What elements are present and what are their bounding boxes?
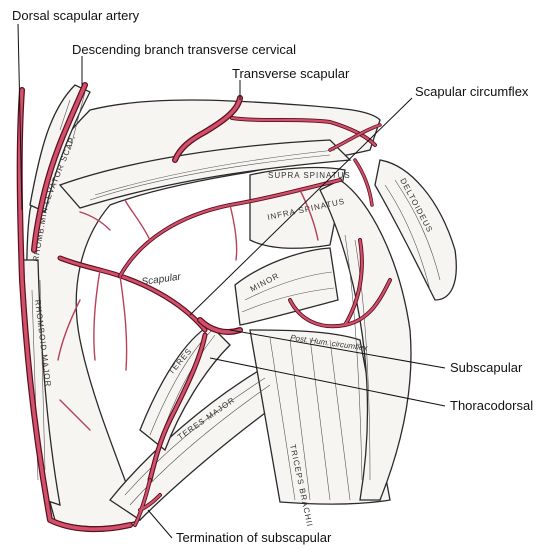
- artery-thoracodorsal: [148, 333, 207, 482]
- label-transverse-scapular: Transverse scapular: [232, 66, 350, 81]
- leader-thoracodorsal: [209, 357, 446, 407]
- artery-acromial: [329, 124, 381, 206]
- leader-lines: [17, 23, 446, 539]
- label-descending-branch: Descending branch transverse cervical: [72, 42, 296, 57]
- artery-transverse-scapular-branch: [230, 116, 377, 147]
- label-subscapular: Subscapular: [450, 360, 523, 375]
- teres-minor-muscle: [234, 247, 339, 326]
- label-supraspinatus: SUPRA SPINATUS: [268, 171, 351, 180]
- leader-dorsal-scapular: [17, 23, 23, 211]
- artery-arm-circumflex: [288, 238, 392, 328]
- artery-twigs: [57, 189, 319, 431]
- label-thoracodorsal: Thoracodorsal: [450, 398, 533, 413]
- label-termination-of-subscapular: Termination of subscapular: [176, 530, 332, 545]
- artery-scapular-circumflex-outline: [57, 255, 208, 333]
- artery-termination: [133, 478, 162, 527]
- label-scapular-circumflex: Scapular circumflex: [415, 84, 529, 99]
- arteries: [16, 82, 392, 533]
- leader-termination: [147, 509, 173, 539]
- muscle-fibres: [31, 91, 441, 506]
- artery-dorsal-scapular: [17, 88, 132, 531]
- label-dorsal-scapular-artery: Dorsal scapular artery: [12, 8, 140, 23]
- infraspinatus-muscle: [249, 166, 346, 249]
- artery-transverse-scapular: [173, 96, 242, 162]
- arm-muscle: [319, 179, 412, 501]
- leader-subscapular: [229, 329, 446, 369]
- artery-scapular-circumflex: [58, 256, 207, 332]
- leader-scapular-circumflex: [189, 97, 413, 316]
- artery-descending-branch: [32, 83, 87, 252]
